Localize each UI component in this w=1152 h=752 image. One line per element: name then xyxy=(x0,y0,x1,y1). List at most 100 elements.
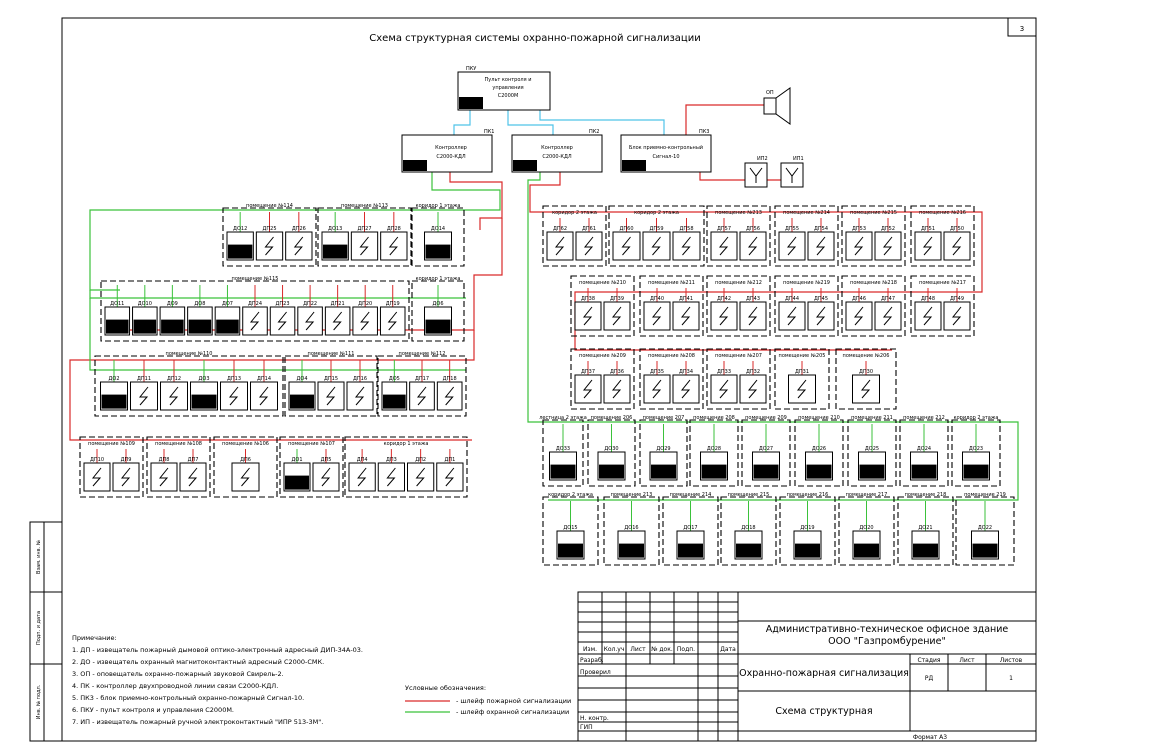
device-code: ДП61 xyxy=(582,226,596,232)
room-label: помещение №217 xyxy=(919,280,966,286)
svg-text:ОП: ОП xyxy=(766,90,774,96)
smoke-detector: ДП33 xyxy=(710,369,738,404)
detector-fill xyxy=(619,543,644,558)
notes-heading: Примечание: xyxy=(72,634,117,642)
device-code: ДП10 xyxy=(90,457,104,463)
room-outline xyxy=(841,205,906,267)
room-outline xyxy=(213,436,278,498)
legend-fire-label: - шлейф пожарной сигнализации xyxy=(456,697,571,705)
room-label: помещение №208 xyxy=(648,353,695,359)
fire-loop-2a xyxy=(529,172,983,282)
device-code: ДП49 xyxy=(950,296,964,302)
bolt-icon xyxy=(582,306,593,326)
bolt-icon xyxy=(651,306,662,326)
bolt-icon xyxy=(681,236,691,256)
pku-console: ПКУ Пульт контроля и управления С2000М xyxy=(457,66,551,111)
bolt-icon xyxy=(138,386,149,406)
magnetic-contact-detector: ДО33 xyxy=(549,446,577,481)
device-code: ДП19 xyxy=(386,301,400,307)
bolt-icon xyxy=(718,236,729,256)
device-code: ДП44 xyxy=(785,296,799,302)
room-label: помещение №207 xyxy=(715,353,762,359)
device-code: ДП1 xyxy=(444,457,455,463)
magnetic-contact-detector: ДО10 xyxy=(132,301,158,336)
room-label: помещение 207 xyxy=(643,415,685,421)
magnetic-contact-detector: ДО9 xyxy=(159,301,186,336)
magnetic-contact-detector: ДО3 xyxy=(190,376,218,411)
bolt-icon xyxy=(680,306,691,326)
room-label: помещение №213 xyxy=(715,210,762,216)
room-outline xyxy=(774,205,839,267)
smoke-detector: ДП9 xyxy=(112,457,140,492)
room-label: помещение 208 xyxy=(693,415,735,421)
svg-text:Контроллер: Контроллер xyxy=(435,145,467,151)
device-code: ДП5 xyxy=(321,457,332,463)
room-outline xyxy=(344,436,468,498)
room-label: коридор 2 этажа xyxy=(548,492,593,498)
detector-fill xyxy=(550,464,576,479)
room-label: помещение №206 xyxy=(843,353,890,359)
device-code: ДП56 xyxy=(746,226,760,232)
device-code: ДП14 xyxy=(257,376,271,382)
device-code: ДО26 xyxy=(812,446,826,452)
note-item: 1. ДП - извещатель пожарный дымовой опти… xyxy=(72,646,363,654)
room-label: помещение №212 xyxy=(715,280,762,286)
bolt-icon xyxy=(91,467,102,487)
room-outline xyxy=(774,348,830,410)
device-code: ДО20 xyxy=(859,525,873,531)
device-code: ДО3 xyxy=(198,376,209,382)
magnetic-contact-detector: ДО14 xyxy=(424,226,452,261)
smoke-detector: ДП44 xyxy=(778,296,806,331)
room-label: помещение 217 xyxy=(846,492,888,498)
room-outline xyxy=(100,280,410,342)
smoke-detector: ДП15 xyxy=(317,376,345,411)
room-label: помещение 214 xyxy=(670,492,712,498)
room-outline xyxy=(284,355,378,417)
device-code: ДП8 xyxy=(159,457,170,463)
detector-fill xyxy=(911,464,937,479)
device-code: ДП28 xyxy=(387,226,401,232)
svg-text:Подп.: Подп. xyxy=(677,646,695,653)
room-label: помещение №109 xyxy=(88,441,135,447)
smoke-detector: ДП32 xyxy=(739,369,767,404)
room-outline xyxy=(835,348,897,410)
bolt-icon xyxy=(860,379,871,399)
smoke-detector: ДП45 xyxy=(807,296,835,331)
room-outline xyxy=(689,419,739,487)
detector-fill xyxy=(701,464,727,479)
detector-fill xyxy=(795,543,820,558)
room-outline xyxy=(570,348,635,410)
detector-fill xyxy=(972,543,998,558)
smoke-detector: ДП3 xyxy=(377,457,405,492)
room-outline xyxy=(603,496,660,566)
device-code: ДП48 xyxy=(921,296,935,302)
smoke-detector: ДП35 xyxy=(643,369,671,404)
smoke-detector: ДП12 xyxy=(160,376,188,411)
device-code: ДО9 xyxy=(167,301,178,307)
note-item: 4. ПК - контроллер двухпроводной линии с… xyxy=(72,682,278,690)
room-label: коридор 2 этажа xyxy=(954,415,999,421)
smoke-detector: ДП23 xyxy=(269,301,296,336)
magnetic-contact-detector: ДО15 xyxy=(556,525,585,560)
bolt-icon xyxy=(444,467,455,487)
manual-call-point-ip2: ИП2 xyxy=(744,156,768,188)
smoke-detector: ДП52 xyxy=(874,226,902,261)
magnetic-contact-detector: ДО1 xyxy=(283,457,311,492)
svg-text:Лист: Лист xyxy=(959,657,975,664)
bolt-icon xyxy=(325,386,336,406)
room-label: помещение №112 xyxy=(399,351,446,357)
magnetic-contact-detector: ДО4 xyxy=(288,376,316,411)
smoke-detector: ДП62 xyxy=(546,226,574,261)
detector-fill xyxy=(753,464,779,479)
bolt-icon xyxy=(320,467,331,487)
magnetic-contact-detector: ДО23 xyxy=(962,446,990,481)
magnetic-contact-detector: ДО11 xyxy=(104,301,131,336)
device-code: ДО16 xyxy=(624,525,638,531)
